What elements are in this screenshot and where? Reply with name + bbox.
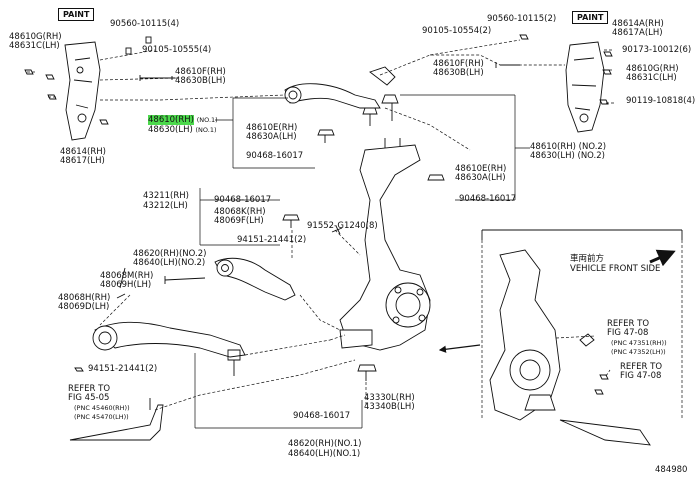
label-94151b: 94151-21441(2)	[88, 364, 158, 374]
label-48640-no2: 48640(LH)(NO.2)	[133, 258, 206, 268]
label-48630b-right: 48630B(LH)	[433, 68, 484, 78]
paint-box-right: PAINT	[572, 11, 609, 24]
label-48069f: 48069F(LH)	[214, 216, 264, 226]
label-90468d: 90468-16017	[293, 411, 351, 421]
label-48630-lh: 48630(LH) (NO.1)	[148, 125, 217, 135]
label-48610f-left: 48610F(RH)	[175, 67, 226, 77]
refer-b-line1: REFER TO	[607, 319, 650, 329]
right-bracket-part	[565, 41, 605, 133]
inset-knuckle-part	[489, 249, 561, 421]
strut-arm-part	[214, 257, 296, 301]
refer-b-line2: FIG 47-08	[607, 328, 649, 338]
label-48068h: 48068H(RH)	[58, 293, 111, 303]
refer-c-line2: FIG 47-08	[620, 371, 662, 381]
label-90119: 90119-10818(4)	[626, 96, 696, 106]
label-48068m: 48068M(RH)	[100, 271, 154, 281]
left-bracket-part	[64, 41, 101, 141]
tie-rod-end-part	[69, 404, 164, 441]
refer-a-line1: REFER TO	[68, 384, 111, 394]
label-90105b: 90105-10554(2)	[422, 26, 492, 36]
label-48069h: 48069H(LH)	[100, 280, 152, 290]
vehicle-front-jp: 車両前方	[570, 254, 605, 264]
refer-a-line2: FIG 45-05	[68, 393, 110, 403]
label-43211: 43211(RH)	[143, 191, 189, 201]
label-48614-left: 48614(RH)	[60, 147, 106, 157]
label-90468a: 90468-16017	[246, 151, 304, 161]
label-48620-no2: 48620(RH)(NO.2)	[133, 249, 207, 259]
pnc-47351: (PNC 47351(RH))	[611, 339, 667, 347]
label-48610g: 48610G(RH)	[9, 32, 62, 42]
label-48620-no1: 48620(RH)(NO.1)	[288, 439, 362, 449]
label-43330l: 43330L(RH)	[364, 393, 415, 403]
label-48068k: 48068K(RH)	[214, 207, 266, 217]
label-48630-no2: 48630(LH) (NO.2)	[530, 151, 605, 161]
label-48610-no2: 48610(RH) (NO.2)	[530, 142, 607, 152]
pnc-47352: (PNC 47352(LH))	[611, 348, 666, 356]
label-43340b: 43340B(LH)	[364, 402, 415, 412]
label-48610e-right: 48610E(RH)	[455, 164, 507, 174]
label-48069d: 48069D(LH)	[58, 302, 110, 312]
label-48630b-left: 48630B(LH)	[175, 76, 226, 86]
lower-arm-part	[94, 321, 246, 358]
label-90560a: 90560-10115(4)	[110, 19, 180, 29]
upper-arm-part	[284, 83, 381, 109]
label-48610g-right: 48610G(RH)	[626, 64, 679, 74]
label-48614a: 48614A(RH)	[612, 19, 664, 29]
label-90560b: 90560-10115(2)	[487, 14, 557, 24]
label-90468b: 90468-16017	[459, 194, 517, 204]
label-48610e-center: 48610E(RH)	[246, 123, 298, 133]
label-90105a: 90105-10555(4)	[142, 45, 212, 55]
label-48630a-right: 48630A(LH)	[455, 173, 506, 183]
label-48640-no1: 48640(LH)(NO.1)	[288, 449, 361, 459]
label-48631c-right: 48631C(LH)	[626, 73, 677, 83]
refer-c-line1: REFER TO	[620, 362, 663, 372]
label-48617a: 48617A(LH)	[612, 28, 663, 38]
label-48630a-center: 48630A(LH)	[246, 132, 297, 142]
label-90173: 90173-10012(6)	[622, 45, 692, 55]
pnc-45470: (PNC 45470(LH))	[74, 413, 129, 421]
paint-box-left: PAINT	[58, 8, 95, 21]
label-43212: 43212(LH)	[143, 201, 188, 211]
diagram-code: 484980	[655, 465, 688, 475]
label-48610-rh-highlighted: 48610(RH) (NO.1)	[148, 115, 218, 125]
label-94151a: 94151-21441(2)	[237, 235, 307, 245]
label-90468c: 90468-16017	[214, 195, 272, 205]
label-48631c: 48631C(LH)	[9, 41, 60, 51]
label-48610f-right: 48610F(RH)	[433, 59, 484, 69]
vehicle-front-en: VEHICLE FRONT SIDE	[570, 264, 661, 274]
label-91552: 91552-G1240(8)	[307, 221, 378, 231]
label-48617-left: 48617(LH)	[60, 156, 105, 166]
pnc-45460: (PNC 45460(RH))	[74, 404, 130, 412]
